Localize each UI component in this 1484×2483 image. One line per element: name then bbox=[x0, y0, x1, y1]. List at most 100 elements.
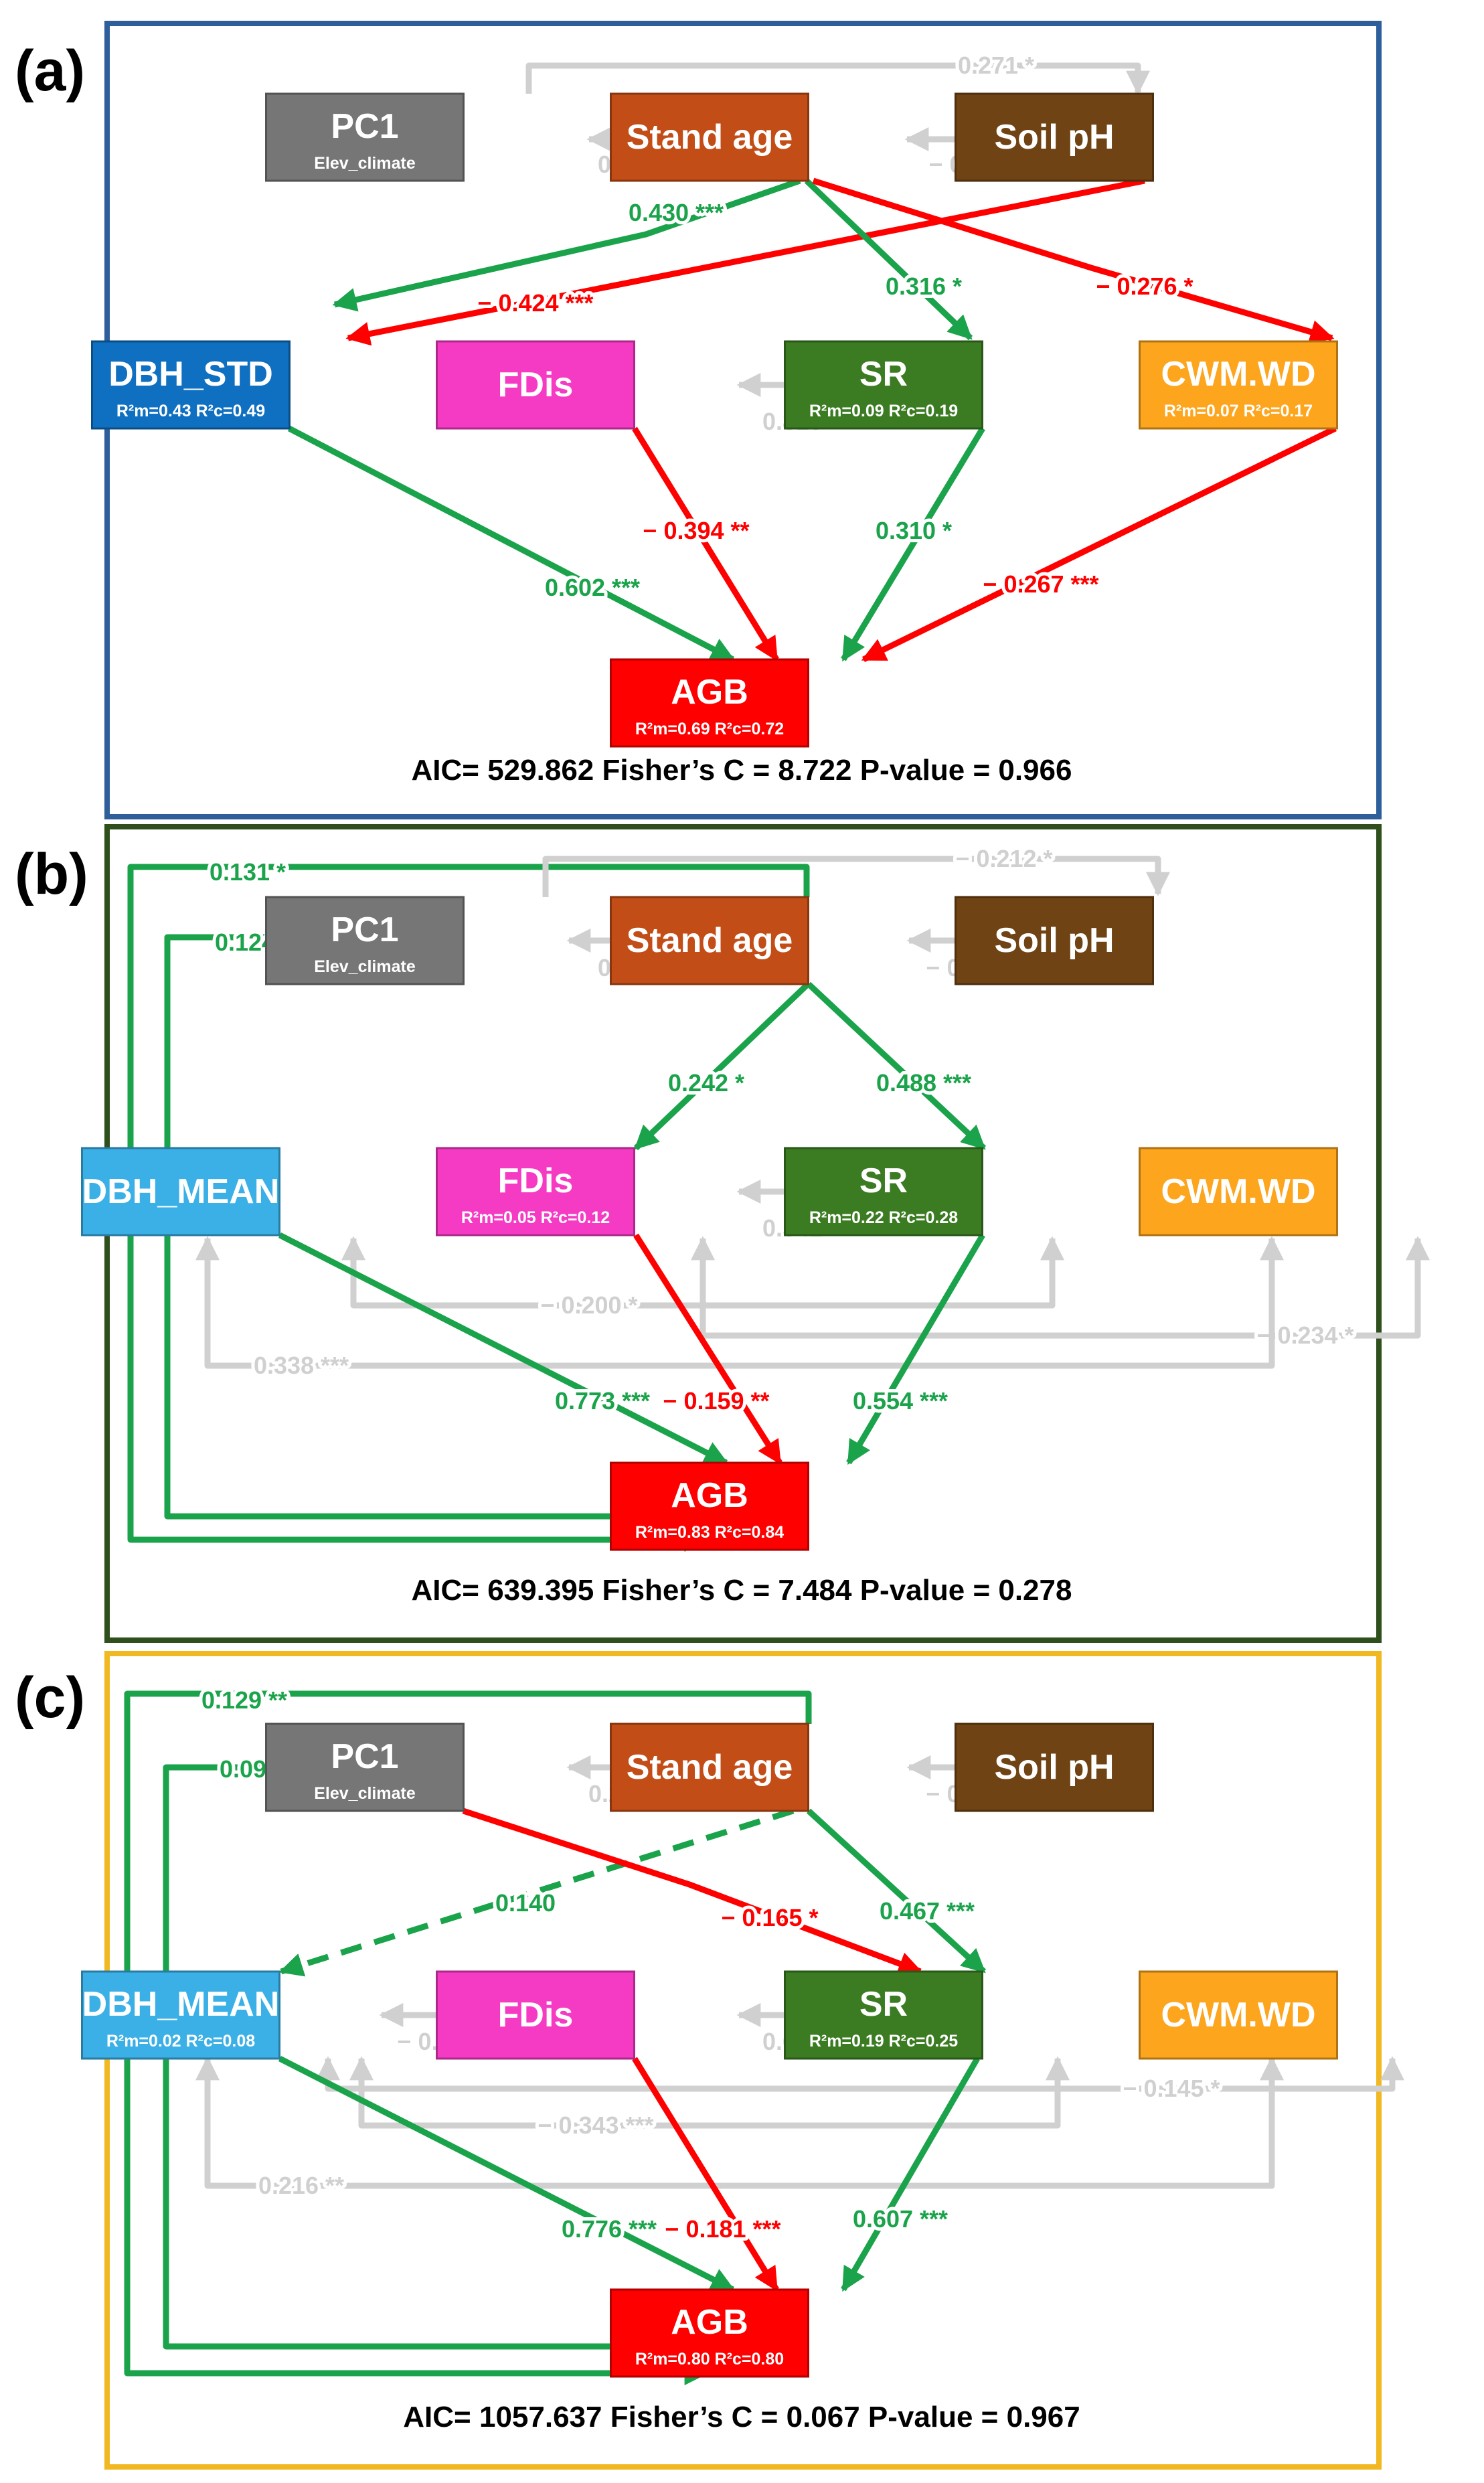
panel-b-path-stand-age-to-agb bbox=[127, 864, 810, 1552]
panel-c-label-sr-to-agb: 0.607 *** bbox=[853, 2205, 948, 2233]
panel-b-label-sr-to-agb: 0.554 *** bbox=[853, 1387, 948, 1415]
panel-a-path-stand-age-to-cwm-wd bbox=[812, 177, 1335, 344]
node-box bbox=[610, 1723, 809, 1812]
node-label: SR bbox=[859, 355, 908, 394]
panel-b-path-pc1-to-soil-ph bbox=[542, 856, 1170, 897]
panel-b-path-fdis-to-agb bbox=[633, 1233, 782, 1465]
panel-c-node-stand-age: Stand age bbox=[610, 1723, 809, 1812]
panel-c-label-fdis-to-agb: − 0.181 *** bbox=[665, 2215, 780, 2243]
node-box bbox=[436, 1147, 635, 1236]
node-box bbox=[784, 1970, 983, 2060]
panel-a-node-soil-ph: Soil pH bbox=[955, 92, 1154, 182]
node-sublabel: R²m=0.02 R²c=0.08 bbox=[106, 2032, 255, 2051]
panel-b-path-stand-age-to-sr bbox=[806, 981, 987, 1151]
panel-c-path-stand-age-to-dbh-mean bbox=[278, 1808, 795, 1977]
panel-c-label-dbh-mean-to-agb: 0.776 *** bbox=[562, 2215, 657, 2243]
node-label: Soil pH bbox=[994, 1748, 1114, 1787]
node-sublabel: Elev_climate bbox=[314, 154, 416, 173]
panel-a-path-stand-age-to-sr bbox=[804, 178, 973, 341]
node-sublabel: R²m=0.19 R²c=0.25 bbox=[809, 2032, 958, 2051]
node-label: PC1 bbox=[331, 1737, 398, 1776]
panel-a-label-stand-age-to-sr: 0.316 * bbox=[886, 272, 962, 300]
node-box bbox=[1139, 1147, 1338, 1236]
node-box bbox=[436, 1970, 635, 2060]
node-label: SR bbox=[859, 1162, 908, 1200]
panel-a-label-dbh-std-to-agb: 0.602 *** bbox=[545, 574, 640, 601]
panel-a-path-sr-to-agb bbox=[841, 426, 985, 662]
panel-b-path-stand-age-to-fdis bbox=[633, 981, 811, 1151]
panel-b-node-cwm-wd: CWM.WD bbox=[1139, 1147, 1338, 1236]
node-label: DBH_MEAN bbox=[82, 1985, 280, 2024]
panel-c-path-dbh-mean-to-sr bbox=[349, 2056, 1070, 2129]
panel-b-label-fdis-to-agb: − 0.159 ** bbox=[663, 1387, 769, 1415]
node-box bbox=[81, 1970, 280, 2060]
node-box bbox=[265, 896, 465, 985]
node-box bbox=[610, 2288, 809, 2378]
panel-a-fit-stats: AIC= 529.862 Fisher’s C = 8.722 P-value … bbox=[412, 754, 1072, 787]
panel-a-label-stand-age-to-dbh-std: 0.430 *** bbox=[629, 199, 724, 226]
node-sublabel: R²m=0.05 R²c=0.12 bbox=[461, 1208, 610, 1227]
node-label: CWM.WD bbox=[1161, 1172, 1315, 1211]
node-box bbox=[955, 92, 1154, 182]
panel-b-path-sr-to-agb bbox=[846, 1233, 985, 1465]
panel-a-label-pc1-to-soil-ph: 0.271 * bbox=[958, 52, 1034, 79]
panel-c-path-stand-age-to-agb bbox=[124, 1690, 812, 2385]
panel-b-path-dbh-mean-to-agb bbox=[278, 1232, 729, 1466]
node-label: CWM.WD bbox=[1161, 1996, 1315, 2034]
panel-a-label-soil-ph-to-dbh-std: − 0.424 *** bbox=[477, 289, 593, 317]
node-box bbox=[1139, 1970, 1338, 2060]
panel-c-node-dbh-mean: DBH_MEAN R²m=0.02 R²c=0.08 bbox=[81, 1970, 280, 2060]
node-box bbox=[610, 92, 809, 182]
node-box bbox=[91, 340, 291, 430]
node-label: CWM.WD bbox=[1161, 355, 1315, 394]
panel-a-letter: (a) bbox=[15, 39, 85, 103]
node-label: SR bbox=[859, 1985, 908, 2024]
node-box bbox=[955, 1723, 1154, 1812]
panel-c-label-dbh-mean-to-cwm-wd: 0.216 ** bbox=[258, 2172, 344, 2199]
node-box bbox=[610, 1461, 809, 1551]
panel-c-label-dbh-mean-to-sr: − 0.343 *** bbox=[538, 2111, 653, 2139]
panel-b-path-fdis-to-cwm-wd bbox=[691, 1236, 1430, 1339]
panel-c-node-soil-ph: Soil pH bbox=[955, 1723, 1154, 1812]
panel-c-letter: (c) bbox=[15, 1666, 85, 1730]
node-label: Soil pH bbox=[994, 118, 1114, 157]
node-sublabel: R²m=0.43 R²c=0.49 bbox=[116, 402, 265, 420]
node-label: Stand age bbox=[627, 118, 793, 157]
panel-a-path-stand-age-to-dbh-std bbox=[332, 177, 801, 312]
panel-a-label-cwm-wd-to-agb: − 0.267 *** bbox=[983, 570, 1098, 598]
node-box bbox=[784, 340, 983, 430]
node-label: FDis bbox=[498, 1162, 574, 1200]
panel-c-label-stand-age-to-sr: 0.467 *** bbox=[880, 1897, 975, 1925]
node-box bbox=[955, 896, 1154, 985]
panel-b-label-stand-age-to-agb: 0.131 * bbox=[210, 858, 286, 886]
node-sublabel: Elev_climate bbox=[314, 957, 416, 976]
panel-b-node-stand-age: Stand age bbox=[610, 896, 809, 985]
panel-c-path-fdis-to-agb bbox=[632, 2057, 779, 2292]
panel-c-path-stand-age-to-sr bbox=[806, 1808, 987, 1974]
panel-b-fit-stats: AIC= 639.395 Fisher’s C = 7.484 P-value … bbox=[412, 1574, 1072, 1607]
panel-c-label-stand-age-to-agb: 0.129 ** bbox=[201, 1686, 287, 1714]
node-label: Stand age bbox=[627, 921, 793, 960]
panel-a-label-fdis-to-agb: − 0.394 ** bbox=[643, 517, 749, 544]
panel-c-label-fdis-to-cwm-wd: − 0.145 * bbox=[1123, 2075, 1220, 2102]
node-box bbox=[436, 340, 635, 430]
panel-b-label-dbh-mean-to-cwm-wd: 0.338 *** bbox=[254, 1352, 349, 1379]
node-label: DBH_MEAN bbox=[82, 1172, 280, 1211]
panel-a: (a)0.271 *0.266 *− 0.272 *0.430 ***− 0.4… bbox=[15, 21, 1382, 819]
node-label: Stand age bbox=[627, 1748, 793, 1787]
panel-c-label-pc1-to-sr: − 0.165 * bbox=[721, 1904, 818, 1931]
node-label: DBH_STD bbox=[108, 355, 273, 394]
node-label: PC1 bbox=[331, 107, 398, 146]
panel-c-path-pc1-to-sr bbox=[462, 1808, 923, 1976]
node-label: FDis bbox=[498, 1996, 574, 2034]
node-box bbox=[610, 896, 809, 985]
